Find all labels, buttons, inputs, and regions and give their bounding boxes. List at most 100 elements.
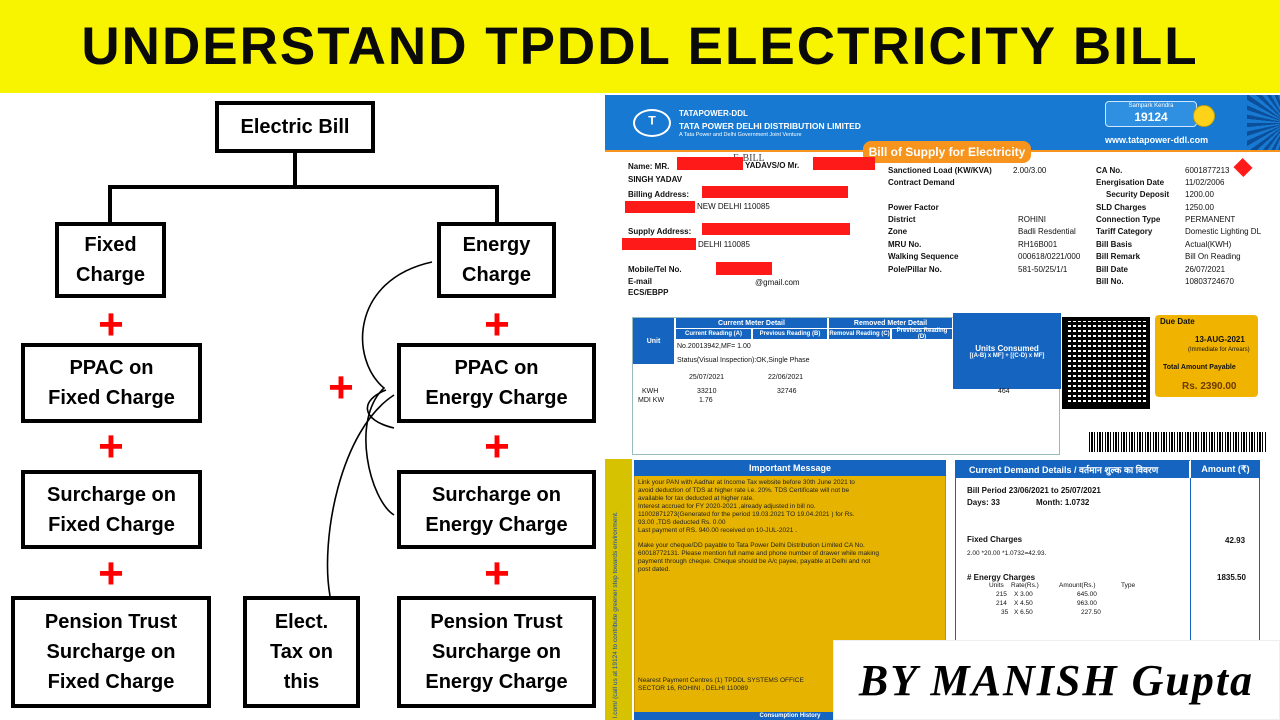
meter-unit: MDI KW [638, 397, 665, 404]
energy-col-units: Units [989, 582, 1004, 589]
side-message: l.com/ (call us at 19124 to contribute g… [612, 511, 619, 718]
redaction [716, 262, 772, 275]
plus-sign: + [484, 422, 510, 471]
ppac-fixed-box: PPAC on Fixed Charge [21, 343, 202, 423]
energy-row: X 3.00 [1014, 591, 1033, 598]
redaction [702, 186, 848, 198]
sampark-number: 19124 [1134, 110, 1168, 124]
redaction [622, 238, 696, 250]
energy-charges-label: # Energy Charges [967, 573, 1036, 582]
current-demand-header: Current Demand Details / वर्तमान शुल्क क… [955, 460, 1189, 478]
billing-address-label: Billing Address: [628, 190, 690, 199]
field-label: Bill Remark [1096, 252, 1141, 261]
email-label: E-mail [628, 277, 653, 286]
energy-row: 645.00 [1077, 591, 1097, 598]
important-text-1: Link your PAN with Aadhar at Income Tax … [638, 479, 855, 534]
field-label: Connection Type [1096, 215, 1161, 224]
redaction [813, 157, 875, 170]
field-label: Zone [888, 227, 908, 236]
field-label: Bill No. [1096, 277, 1124, 286]
reading-date-b: 22/06/2021 [768, 374, 804, 381]
fixed-charges-amount: 42.93 [1225, 536, 1246, 545]
bill-month: Month: 1.0732 [1036, 498, 1090, 507]
field-label: Pole/Pillar No. [888, 265, 942, 274]
field-label: Power Factor [888, 203, 939, 212]
meter-unit: KWH [642, 388, 659, 395]
name-line2: SINGH YADAV [628, 175, 683, 184]
field-value: 26/07/2021 [1185, 265, 1226, 274]
pension-fixed-box: Pension Trust Surcharge on Fixed Charge [11, 596, 211, 708]
meter-number: No.20013942,MF= 1.00 [677, 343, 751, 350]
meter-units: 464 [998, 388, 1010, 395]
meter-status: Status(Visual Inspection):OK,Single Phas… [677, 357, 810, 364]
energy-row: 215 [996, 591, 1007, 598]
author-signature: BY MANISH Gupta [833, 640, 1280, 720]
units-consumed-label: Units Consumed [975, 343, 1039, 353]
field-label: Contract Demand [888, 178, 955, 187]
field-value: 1250.00 [1185, 203, 1214, 212]
field-label: Bill Basis [1096, 240, 1133, 249]
ppac-energy-box: PPAC on Energy Charge [397, 343, 596, 423]
field-label: District [888, 215, 916, 224]
bill-period: Bill Period 23/06/2021 to 25/07/2021 [967, 486, 1101, 495]
reading-date-a: 25/07/2021 [689, 374, 725, 381]
field-label: Sanctioned Load (KW/KVA) [888, 166, 992, 175]
smiley-icon [1193, 105, 1215, 127]
total-amount: Rs. 2390.00 [1182, 381, 1237, 392]
field-label: SLD Charges [1096, 203, 1147, 212]
elect-tax-box: Elect. Tax on this [243, 596, 360, 708]
fixed-charges-formula: 2.00 *20.00 *1.0732=42.93. [967, 550, 1047, 557]
side-strip [605, 459, 632, 720]
energy-col-type: Type [1121, 582, 1136, 589]
page-title: UNDERSTAND TPDDL ELECTRICITY BILL [81, 17, 1199, 76]
field-value: 581-50/25/1/1 [1018, 265, 1068, 274]
due-note: (Immediate for Arrears) [1188, 347, 1250, 353]
important-text-2: Make your cheque/DD payable to Tata Powe… [638, 542, 880, 573]
energy-row: 963.00 [1077, 600, 1097, 607]
company-brand: TATAPOWER-DDL [679, 109, 748, 118]
total-label: Total Amount Payable [1163, 364, 1236, 371]
redaction [625, 201, 695, 213]
redaction [677, 157, 743, 170]
electricity-bill-image: ᵀ TATAPOWER-DDL TATA POWER DELHI DISTRIB… [605, 95, 1280, 720]
plus-sign: + [484, 549, 510, 598]
field-label: CA No. [1096, 166, 1123, 175]
diagram-connectors [108, 151, 499, 597]
plus-sign: + [98, 549, 124, 598]
important-message-header: Important Message [634, 460, 946, 476]
field-value: 6001877213 [1185, 166, 1230, 175]
unit-header: Unit [633, 318, 675, 364]
field-value: Actual(KWH) [1185, 240, 1232, 249]
energy-charge-box: Energy Charge [437, 222, 556, 298]
plus-sign: + [98, 300, 124, 349]
meter-previous: 32746 [777, 388, 797, 395]
amount-header: Amount (₹) [1190, 460, 1260, 478]
field-value: 2.00/3.00 [1013, 166, 1047, 175]
divider [1190, 478, 1191, 720]
energy-col-rate: Rate(Rs.) [1011, 582, 1039, 589]
field-value: 11/02/2006 [1185, 178, 1225, 187]
col-current-reading: Current Reading (A) [676, 329, 752, 339]
energy-row: X 4.50 [1014, 600, 1033, 607]
field-label: Security Deposit [1106, 190, 1170, 199]
sampark-kendra-badge: Sampark Kendra 19124 [1105, 101, 1197, 127]
title-banner: UNDERSTAND TPDDL ELECTRICITY BILL [0, 0, 1280, 93]
meter-current: 33210 [697, 388, 717, 395]
fixed-charge-box: Fixed Charge [55, 222, 166, 298]
field-value: 1200.00 [1185, 190, 1214, 199]
energy-row: 35 [1001, 609, 1009, 616]
company-name: TATA POWER DELHI DISTRIBUTION LIMITED [679, 121, 861, 131]
electric-bill-box: Electric Bill [215, 101, 375, 153]
field-value: PERMANENT [1185, 215, 1236, 224]
energy-row: X 6.50 [1014, 609, 1033, 616]
pension-energy-box: Pension Trust Surcharge on Energy Charge [397, 596, 596, 708]
removed-meter-header: Removed Meter Detail [829, 318, 953, 328]
units-formula: [(A-B) x MF] + [(C-D) x MF] [969, 352, 1045, 359]
field-value: 10803724670 [1185, 277, 1234, 286]
col-previous-d: Previous Reading (D) [892, 328, 953, 340]
author-name: BY MANISH Gupta [858, 655, 1255, 705]
surcharge-fixed-box: Surcharge on Fixed Charge [21, 470, 202, 549]
field-value: Badli Resdential [1018, 227, 1076, 236]
barcode-icon [1089, 432, 1267, 452]
ecs-label: ECS/EBPP [628, 288, 669, 297]
